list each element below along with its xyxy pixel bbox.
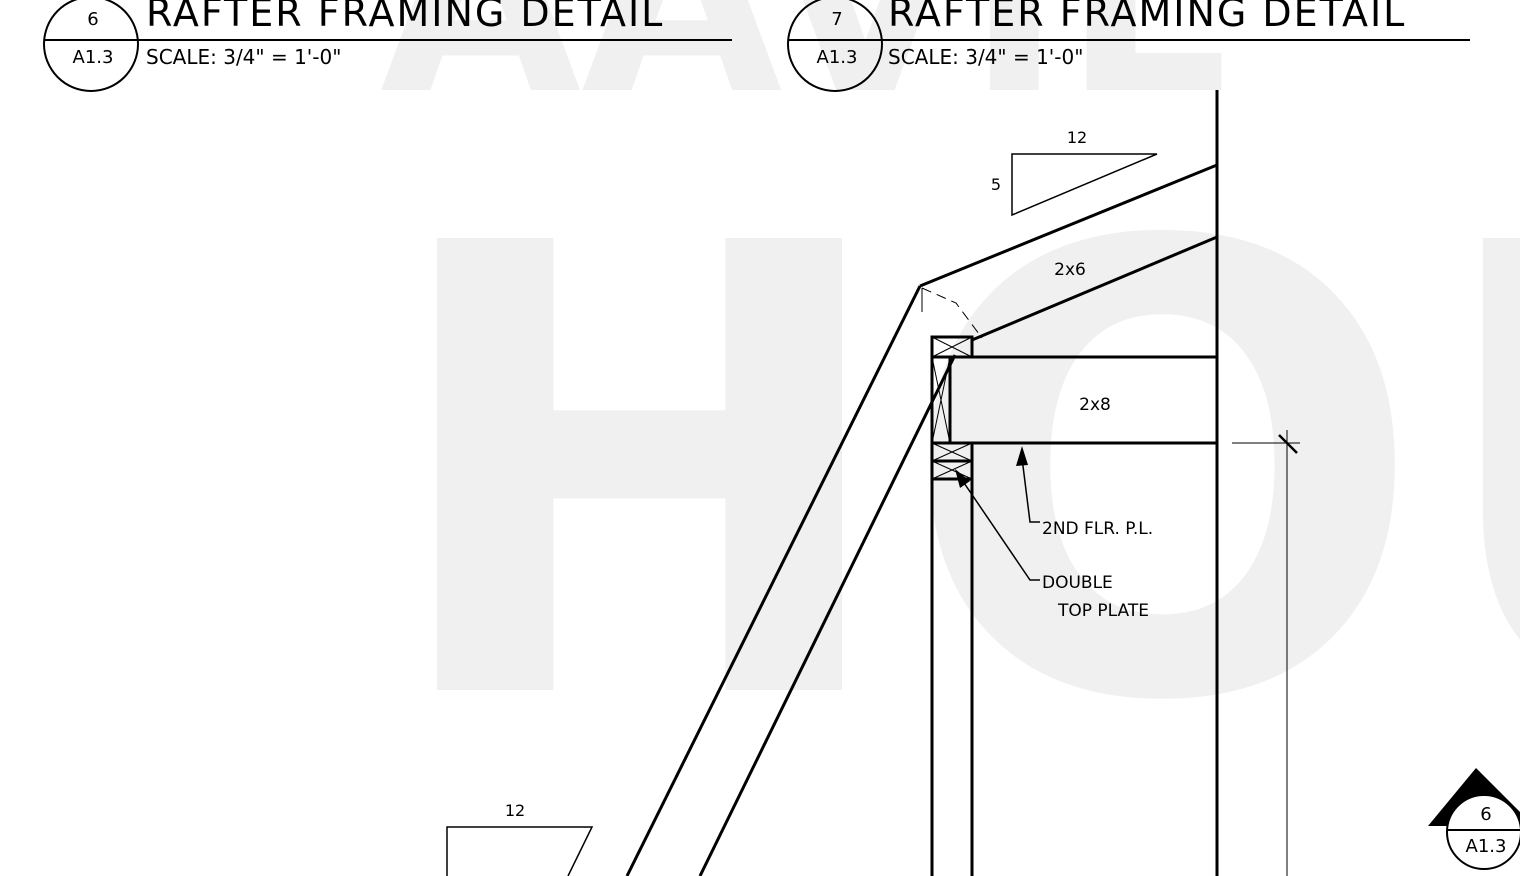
- detail-6-number: 6: [87, 9, 98, 30]
- rafter-bottom-edge: [971, 235, 1218, 342]
- detail-7-scale: SCALE: 3/4" = 1'-0": [888, 45, 1083, 69]
- top-plate-lower: [930, 459, 974, 481]
- detail-6-callout-bubble: [43, 0, 139, 92]
- detail-7-number: 7: [831, 9, 842, 30]
- section-marker-sheet: A1.3: [1466, 836, 1507, 857]
- plate-note-line-2: TOP PLATE: [1057, 601, 1149, 621]
- slope-indicator-lower: [446, 826, 594, 876]
- drawing-labels: 12 5 12 2x6 2x8 2ND FLR. P.L. DOUBLE TOP…: [505, 128, 1153, 820]
- watermark-line-1: AAVIL: [380, 0, 1228, 152]
- plate-note-line-1: DOUBLE: [1042, 573, 1113, 593]
- rafter-top-edge: [919, 163, 1218, 288]
- detail-7-title-block: 7 A1.3 RAFTER FRAMING DETAIL SCALE: 3/4"…: [787, 0, 1470, 92]
- watermark: AAVIL HOU: [380, 0, 1520, 837]
- joist-size-label: 2x8: [1079, 395, 1111, 415]
- upper-plate-block: [930, 335, 974, 359]
- leader-plate-arrowhead: [955, 469, 970, 488]
- rafter-size-label: 2x6: [1054, 260, 1086, 280]
- leader-floor-line: [1021, 457, 1040, 523]
- dimension-tick: [1278, 434, 1298, 454]
- leader-plate: [959, 476, 1040, 581]
- section-marker-bubble: [1446, 794, 1520, 870]
- lower-roof-outer-edge: [625, 285, 922, 876]
- watermark-line-2: HOU: [380, 116, 1520, 837]
- section-marker: 6 A1.3: [1428, 768, 1520, 870]
- lower-slope-run-label: 12: [505, 801, 525, 820]
- lower-roof-inner-edge: [698, 354, 957, 876]
- slope-indicator-upper: [1011, 153, 1158, 217]
- slope-rise-label: 5: [991, 175, 1001, 194]
- detail-6-scale: SCALE: 3/4" = 1'-0": [146, 45, 341, 69]
- leader-floor-arrowhead: [1016, 446, 1028, 466]
- section-marker-number: 6: [1480, 804, 1491, 825]
- birds-mouth-cut: [921, 287, 983, 339]
- detail-6-title: RAFTER FRAMING DETAIL: [146, 0, 664, 35]
- slope-run-label: 12: [1067, 128, 1087, 147]
- detail-6-sheet: A1.3: [73, 47, 114, 68]
- framing-drawing: [446, 90, 1300, 876]
- detail-7-sheet: A1.3: [817, 47, 858, 68]
- detail-7-callout-bubble: [787, 0, 883, 92]
- detail-6-title-block: 6 A1.3 RAFTER FRAMING DETAIL SCALE: 3/4"…: [43, 0, 732, 92]
- detail-7-title: RAFTER FRAMING DETAIL: [888, 0, 1406, 35]
- floor-line-note: 2ND FLR. P.L.: [1042, 519, 1153, 539]
